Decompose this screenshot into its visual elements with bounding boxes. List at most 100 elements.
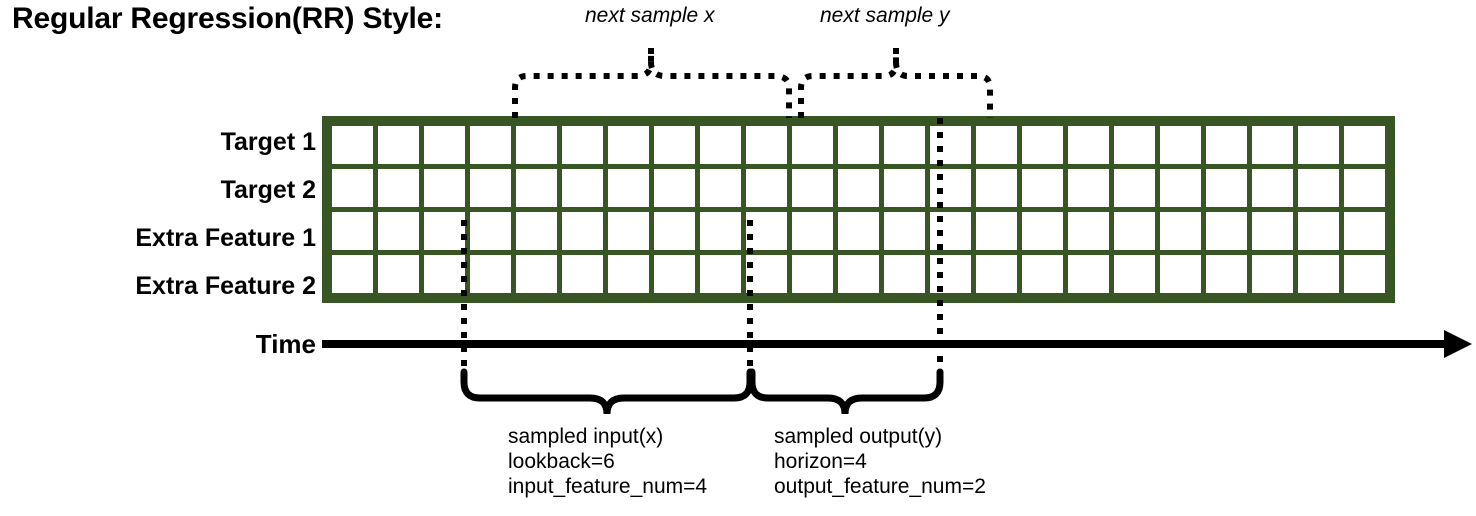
grid-cell-r2-c9 (700, 169, 741, 207)
page-title: Regular Regression(RR) Style: (12, 2, 443, 35)
grid-cell-r4-c14 (930, 255, 971, 293)
grid-cell-r3-c8 (654, 212, 695, 250)
grid-cell-r1-c2 (378, 126, 419, 164)
timeline-grid (322, 116, 1395, 303)
grid-cell-r1-c21 (1252, 126, 1293, 164)
sampled-output-feature-num: output_feature_num=2 (774, 475, 986, 498)
grid-cell-r1-c6 (562, 126, 603, 164)
table-row (332, 169, 1385, 207)
row-label-extra-feature-2: Extra Feature 2 (135, 272, 316, 300)
grid-cell-r3-c6 (562, 212, 603, 250)
grid-cell-r1-c7 (608, 126, 649, 164)
grid-cell-r4-c15 (976, 255, 1017, 293)
timeline-table (327, 121, 1390, 298)
dotted-brace-next-sample-y-icon (798, 48, 993, 118)
grid-cell-r2-c22 (1298, 169, 1339, 207)
sampled-output-title: sampled output(y) (774, 425, 943, 448)
grid-cell-r2-c2 (378, 169, 419, 207)
grid-cell-r3-c18 (1114, 212, 1155, 250)
grid-cell-r4-c16 (1022, 255, 1063, 293)
grid-cell-r1-c20 (1206, 126, 1247, 164)
grid-cell-r2-c1 (332, 169, 373, 207)
grid-cell-r2-c13 (884, 169, 925, 207)
grid-cell-r4-c18 (1114, 255, 1155, 293)
grid-cell-r2-c10 (746, 169, 787, 207)
grid-cell-r2-c21 (1252, 169, 1293, 207)
grid-cell-r1-c18 (1114, 126, 1155, 164)
grid-cell-r4-c10 (746, 255, 787, 293)
annotation-next-sample-x: next sample x (585, 4, 715, 27)
grid-cell-r1-c17 (1068, 126, 1109, 164)
curly-brace-sampled-input-icon (460, 368, 754, 415)
grid-cell-r4-c13 (884, 255, 925, 293)
grid-cell-r4-c20 (1206, 255, 1247, 293)
grid-cell-r1-c14 (930, 126, 971, 164)
grid-cell-r3-c10 (746, 212, 787, 250)
table-row (332, 212, 1385, 250)
curly-brace-sampled-output-icon (748, 368, 944, 415)
grid-cell-r2-c7 (608, 169, 649, 207)
grid-cell-r3-c13 (884, 212, 925, 250)
grid-cell-r3-c12 (838, 212, 879, 250)
dotted-brace-next-sample-x-icon (512, 48, 792, 118)
grid-cell-r4-c17 (1068, 255, 1109, 293)
grid-cell-r1-c19 (1160, 126, 1201, 164)
grid-cell-r2-c16 (1022, 169, 1063, 207)
grid-cell-r4-c12 (838, 255, 879, 293)
grid-cell-r2-c17 (1068, 169, 1109, 207)
table-row (332, 255, 1385, 293)
grid-cell-r2-c15 (976, 169, 1017, 207)
grid-cell-r4-c21 (1252, 255, 1293, 293)
grid-cell-r4-c6 (562, 255, 603, 293)
grid-cell-r3-c23 (1344, 212, 1385, 250)
grid-cell-r2-c23 (1344, 169, 1385, 207)
grid-cell-r2-c11 (792, 169, 833, 207)
grid-cell-r4-c2 (378, 255, 419, 293)
grid-cell-r3-c15 (976, 212, 1017, 250)
grid-cell-r4-c7 (608, 255, 649, 293)
grid-cell-r3-c21 (1252, 212, 1293, 250)
grid-cell-r3-c17 (1068, 212, 1109, 250)
grid-cell-r2-c8 (654, 169, 695, 207)
grid-cell-r4-c3 (424, 255, 465, 293)
sampled-input-lookback: lookback=6 (508, 450, 615, 473)
grid-cell-r3-c11 (792, 212, 833, 250)
grid-cell-r3-c3 (424, 212, 465, 250)
grid-cell-r3-c16 (1022, 212, 1063, 250)
annotation-sampled-output: sampled output(y) horizon=4 output_featu… (774, 424, 986, 499)
grid-cell-r2-c20 (1206, 169, 1247, 207)
grid-cell-r3-c2 (378, 212, 419, 250)
grid-cell-r1-c9 (700, 126, 741, 164)
grid-cell-r3-c5 (516, 212, 557, 250)
grid-cell-r2-c4 (470, 169, 511, 207)
time-axis-arrow-right-icon (322, 330, 1472, 358)
time-axis-label: Time (255, 329, 316, 359)
grid-cell-r4-c23 (1344, 255, 1385, 293)
grid-cell-r2-c18 (1114, 169, 1155, 207)
grid-cell-r4-c9 (700, 255, 741, 293)
grid-cell-r3-c20 (1206, 212, 1247, 250)
grid-cell-r4-c22 (1298, 255, 1339, 293)
grid-cell-r3-c4 (470, 212, 511, 250)
grid-cell-r2-c5 (516, 169, 557, 207)
annotation-next-sample-y: next sample y (820, 4, 950, 27)
grid-cell-r1-c5 (516, 126, 557, 164)
grid-cell-r4-c4 (470, 255, 511, 293)
grid-cell-r1-c10 (746, 126, 787, 164)
grid-cell-r4-c5 (516, 255, 557, 293)
grid-cell-r1-c8 (654, 126, 695, 164)
grid-cell-r2-c6 (562, 169, 603, 207)
grid-cell-r4-c11 (792, 255, 833, 293)
grid-cell-r3-c9 (700, 212, 741, 250)
row-label-extra-feature-1: Extra Feature 1 (135, 224, 316, 252)
grid-cell-r1-c11 (792, 126, 833, 164)
grid-cell-r3-c14 (930, 212, 971, 250)
row-label-target-2: Target 2 (220, 176, 316, 204)
grid-cell-r2-c14 (930, 169, 971, 207)
grid-cell-r1-c23 (1344, 126, 1385, 164)
grid-cell-r2-c12 (838, 169, 879, 207)
table-row (332, 126, 1385, 164)
sampled-input-title: sampled input(x) (508, 425, 664, 448)
row-label-target-1: Target 1 (220, 128, 316, 156)
grid-cell-r3-c19 (1160, 212, 1201, 250)
